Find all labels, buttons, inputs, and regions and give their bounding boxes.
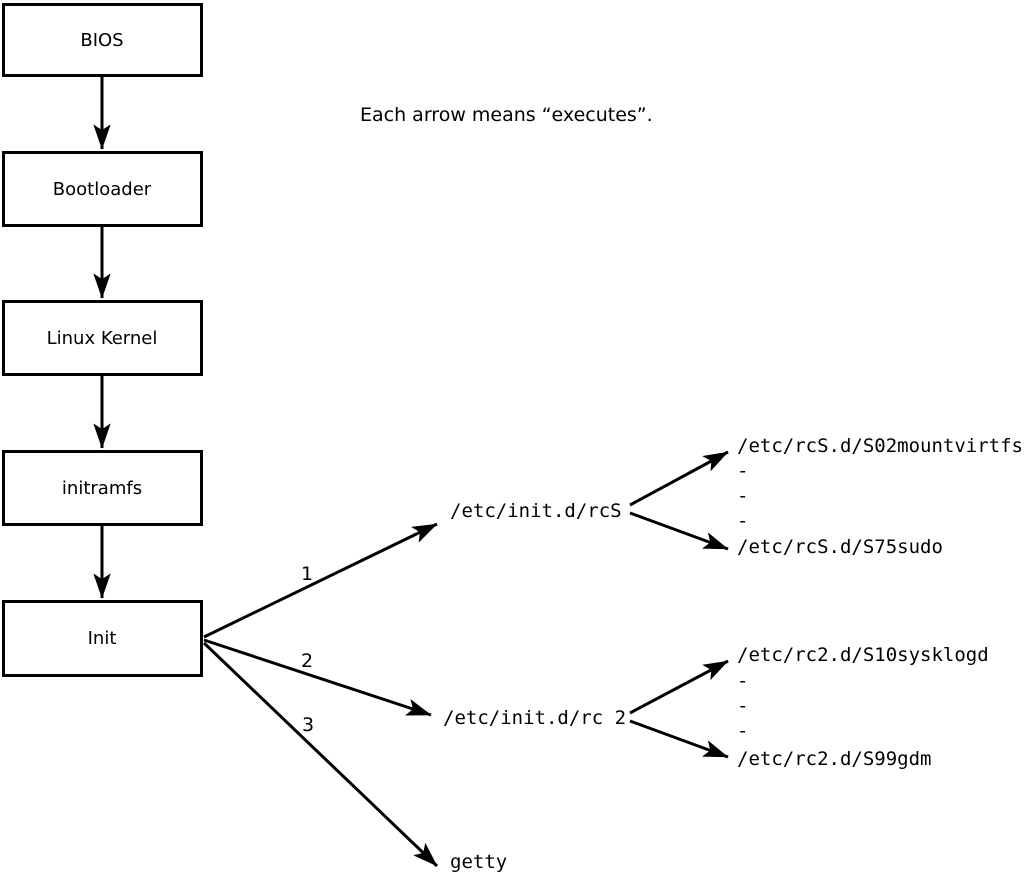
- arrow-init-to-getty: [202, 641, 439, 868]
- arrow-label-2: 2: [301, 650, 313, 672]
- node-bootloader: Bootloader: [2, 151, 203, 227]
- note-text: Each arrow means “executes”.: [360, 104, 653, 126]
- leaf-rc2-ellipsis-dash: -: [737, 720, 748, 742]
- leaf-rcs-ellipsis-dash: -: [737, 485, 748, 507]
- node-linux-kernel-label: Linux Kernel: [47, 328, 158, 349]
- node-bootloader-box: [2, 151, 203, 227]
- node-rc2-label: /etc/init.d/rc 2: [443, 707, 626, 729]
- node-initramfs-label: initramfs: [62, 478, 142, 499]
- node-linux-kernel: Linux Kernel: [2, 300, 203, 376]
- node-getty-label: getty: [450, 851, 507, 873]
- node-initramfs: initramfs: [2, 450, 203, 526]
- node-linux-kernel-box: [2, 300, 203, 376]
- node-bios-box: [2, 3, 203, 77]
- node-bios: BIOS: [2, 3, 203, 77]
- leaf-rc2-s99gdm-label: /etc/rc2.d/S99gdm: [737, 748, 931, 770]
- node-bios-label: BIOS: [80, 30, 123, 51]
- node-bootloader-label: Bootloader: [53, 179, 152, 200]
- arrow-init-to-rcs: [203, 522, 438, 639]
- arrow-rcs-to-s02mountvirtfs: [629, 450, 729, 507]
- node-init-box: [2, 600, 203, 677]
- arrow-label-1: 1: [301, 563, 313, 585]
- node-init-label: Init: [88, 628, 117, 649]
- arrow-init-to-rc2: [203, 638, 432, 717]
- leaf-rcs-ellipsis-dash: -: [737, 460, 748, 482]
- node-init: Init: [2, 600, 203, 677]
- arrow-label-3: 3: [302, 714, 314, 736]
- leaf-rc2-ellipsis-dash: -: [737, 670, 748, 692]
- leaf-rcs-ellipsis-dash: -: [737, 510, 748, 532]
- node-rcs-label: /etc/init.d/rcS: [450, 500, 622, 522]
- arrow-rc2-to-s99gdm: [629, 719, 729, 759]
- leaf-rc2-s10sysklogd-label: /etc/rc2.d/S10sysklogd: [737, 644, 989, 666]
- leaf-rcs-s75sudo-label: /etc/rcS.d/S75sudo: [737, 536, 943, 558]
- node-initramfs-box: [2, 450, 203, 526]
- leaf-rc2-ellipsis-dash: -: [737, 695, 748, 717]
- arrow-rc2-to-s10sysklogd: [629, 659, 729, 715]
- arrow-rcs-to-s75sudo: [629, 511, 729, 551]
- leaf-rcs-s02mountvirtfs-label: /etc/rcS.d/S02mountvirtfs: [737, 435, 1023, 457]
